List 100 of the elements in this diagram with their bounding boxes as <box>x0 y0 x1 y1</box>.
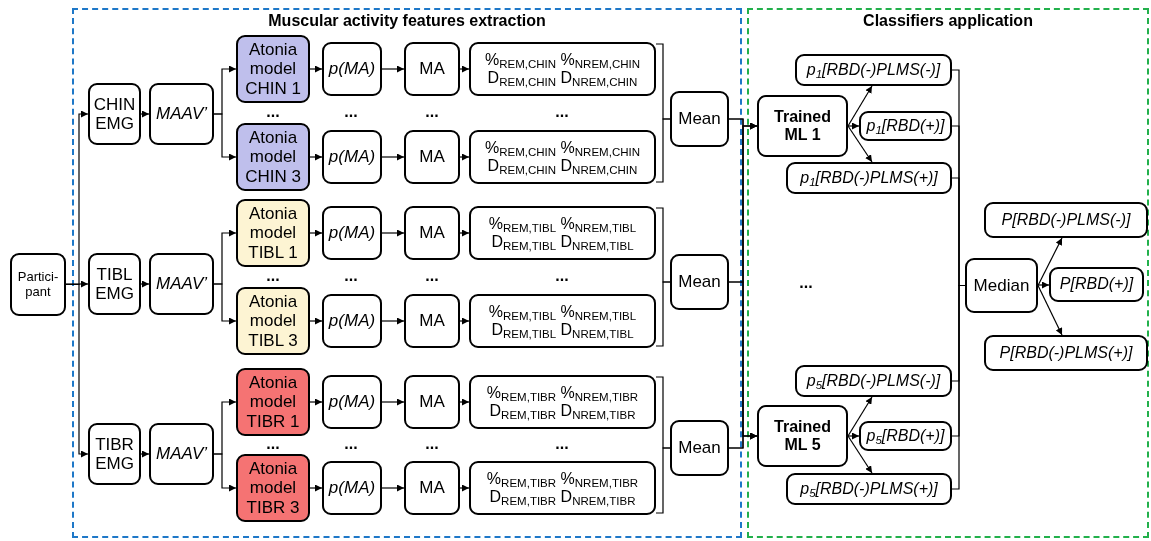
feature-list: %$_{REM,CHIN}$ %$_{NREM,CHIN}$ D$_{REM,CHIN}$ D$_{NREM,CHIN}$ <box>472 50 653 88</box>
node-label: CHIN EMG <box>92 94 137 134</box>
ellipsis-label: ... <box>344 436 358 452</box>
arrow <box>459 484 470 492</box>
arrow <box>847 435 873 474</box>
ellipsis-label: ... <box>425 436 439 452</box>
model-box <box>236 454 310 522</box>
arrow <box>140 280 150 288</box>
arrow <box>847 396 873 437</box>
arrow <box>213 113 237 161</box>
output-box <box>984 335 1148 371</box>
node-label: Median <box>973 275 1030 296</box>
bracket-line <box>655 118 671 183</box>
arrow <box>459 398 470 406</box>
ellipsis-label: ... <box>344 268 358 284</box>
probability-label: p$_{5}$[RBD(-)PLMS(+)] <box>800 479 938 499</box>
process-box <box>322 375 382 429</box>
node-label: p(MA) <box>328 392 376 412</box>
arrow <box>309 153 323 161</box>
output-box <box>859 111 952 141</box>
output-box <box>984 202 1148 238</box>
arrow <box>65 280 89 288</box>
ellipsis-label: ... <box>344 104 358 120</box>
classifier-box <box>757 405 848 467</box>
node-label: MA <box>418 223 446 243</box>
arrow <box>459 153 470 161</box>
process-box <box>404 206 460 260</box>
feature-list: %$_{REM,TIBL}$ %$_{NREM,TIBL}$ D$_{REM,TIBL}$ D$_{NREM,TIBL}$ <box>472 214 653 252</box>
node-label: TIBR EMG <box>94 434 135 474</box>
probability-label: p$_{1}$[RBD(+)] <box>866 116 945 136</box>
feature-list: %$_{REM,TIBL}$ %$_{NREM,TIBL}$ D$_{REM,TIBL}$ D$_{NREM,TIBL}$ <box>472 302 653 340</box>
feature-box <box>469 130 656 184</box>
output-box <box>859 421 952 451</box>
arrow <box>381 65 405 73</box>
arrow <box>381 484 405 492</box>
arrow <box>459 317 470 325</box>
ellipsis-label: ... <box>266 104 280 120</box>
model-box <box>236 123 310 191</box>
arrow <box>309 484 323 492</box>
feature-box <box>469 42 656 96</box>
node-label: p(MA) <box>328 147 376 167</box>
process-box <box>149 423 214 485</box>
node-label: p(MA) <box>328 223 376 243</box>
arrow <box>381 398 405 406</box>
node-label: Mean <box>677 272 722 292</box>
arrow <box>381 317 405 325</box>
arrow <box>213 453 237 492</box>
probability-label: P[RBD(+)] <box>1059 275 1134 294</box>
bracket-line <box>655 447 671 514</box>
process-box <box>965 258 1038 313</box>
model-box <box>236 368 310 436</box>
node-label: MAAV’ <box>156 274 207 294</box>
process-box <box>149 83 214 145</box>
process-box <box>670 420 729 476</box>
node-label: MA <box>418 392 446 412</box>
feature-box <box>469 461 656 515</box>
probability-label: p$_{5}$[RBD(-)PLMS(-)] <box>806 371 941 391</box>
process-box <box>322 461 382 515</box>
group-title: Muscular activity features extraction <box>267 12 547 30</box>
dashed-group-frame <box>747 8 1149 538</box>
output-box <box>786 162 952 194</box>
node-label: Atonia model TIBL 3 <box>247 292 299 350</box>
process-box <box>404 375 460 429</box>
node-label: Trained ML 1 <box>773 107 832 145</box>
feature-list: %$_{REM,CHIN}$ %$_{NREM,CHIN}$ D$_{REM,CHIN}$ D$_{NREM,CHIN}$ <box>472 138 653 176</box>
arrow <box>847 85 873 127</box>
arrow <box>459 65 470 73</box>
node-label: MAAV’ <box>156 444 207 464</box>
ellipsis-label: ... <box>266 268 280 284</box>
node-label: MA <box>418 478 446 498</box>
arrow <box>213 283 237 325</box>
probability-label: p$_{1}$[RBD(-)PLMS(+)] <box>800 168 938 188</box>
process-box <box>322 206 382 260</box>
node-label: MA <box>418 59 446 79</box>
output-box <box>1049 267 1144 302</box>
process-box <box>322 294 382 348</box>
node-label: Atonia model TIBL 1 <box>247 204 299 262</box>
arrow <box>1037 237 1063 287</box>
arrow <box>847 122 860 130</box>
arrow <box>1037 281 1050 289</box>
node-label: MA <box>418 147 446 167</box>
feature-list: %$_{REM,TIBR}$ %$_{NREM,TIBR}$ D$_{REM,TIBR}$ D$_{NREM,TIBR}$ <box>472 383 653 421</box>
arrow <box>309 229 323 237</box>
output-box <box>795 365 952 397</box>
node-label: TIBL EMG <box>94 264 135 304</box>
ellipsis-label: ... <box>425 104 439 120</box>
feature-list: %$_{REM,TIBR}$ %$_{NREM,TIBR}$ D$_{REM,TIBR}$ D$_{NREM,TIBR}$ <box>472 469 653 507</box>
ellipsis-label: ... <box>555 104 569 120</box>
process-box <box>404 42 460 96</box>
node-label: MAAV’ <box>156 104 207 124</box>
arrow <box>847 125 873 163</box>
node-label: Atonia model CHIN 3 <box>244 128 302 186</box>
node-label: Atonia model TIBR 3 <box>245 459 301 517</box>
process-box <box>322 130 382 184</box>
node-label: MA <box>418 311 446 331</box>
process-box <box>404 130 460 184</box>
arrow <box>381 229 405 237</box>
probability-label: p$_{1}$[RBD(-)PLMS(-)] <box>806 60 941 80</box>
arrow <box>140 110 150 118</box>
feature-box <box>469 206 656 260</box>
